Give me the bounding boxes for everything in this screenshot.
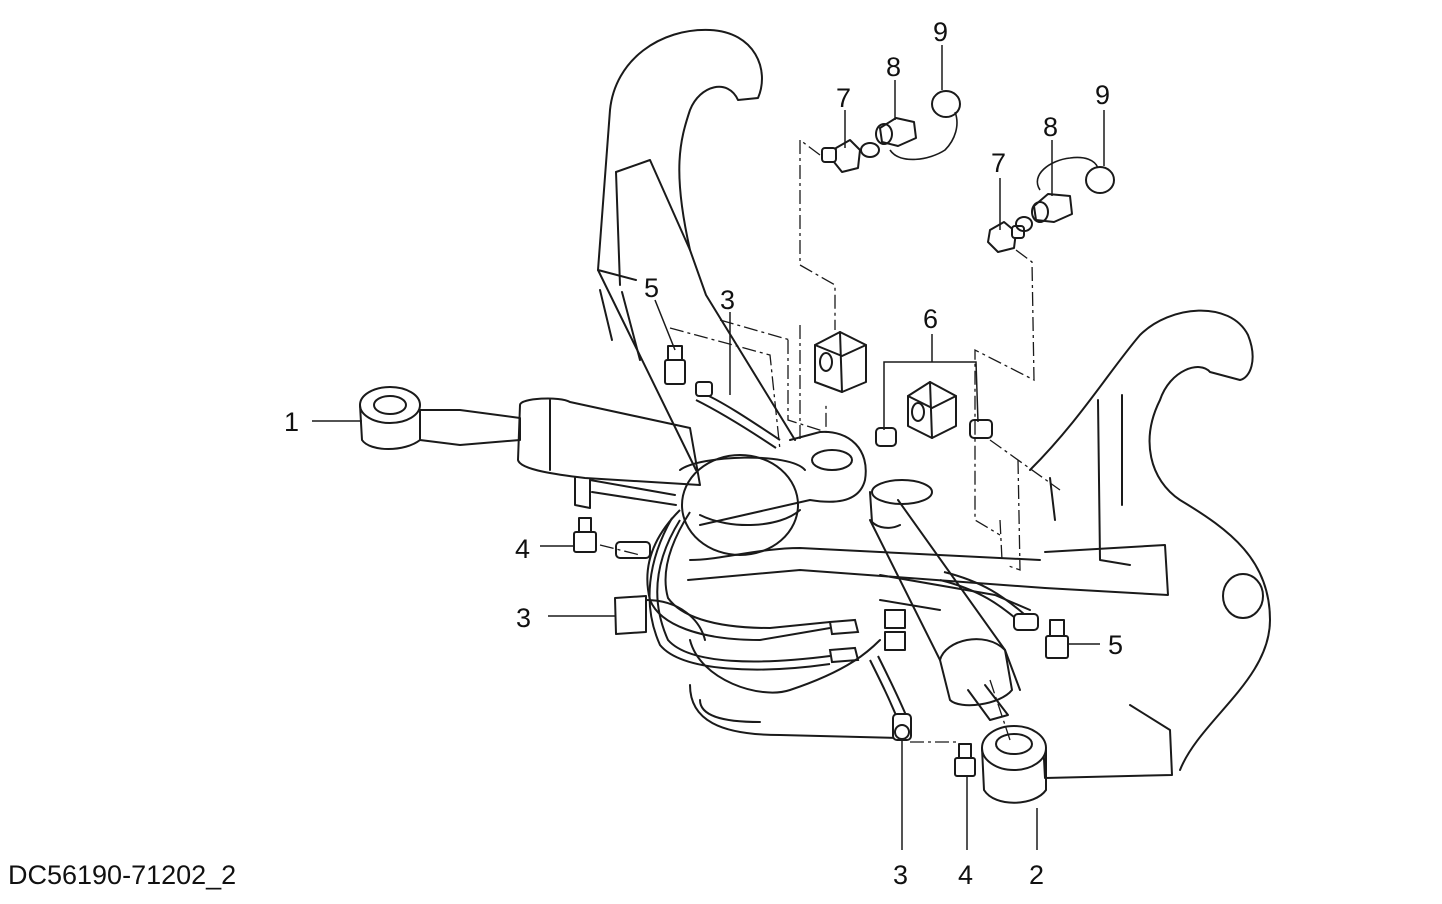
callout-6: 6	[923, 304, 938, 334]
valve-blocks	[814, 90, 1115, 447]
right-hook-arm	[1029, 309, 1271, 779]
callout-7-left: 7	[836, 83, 851, 113]
diagram-code: DC56190-71202_2	[8, 860, 237, 890]
callout-5-top: 5	[644, 273, 659, 303]
callout-3-top: 3	[720, 285, 735, 315]
left-hook-arm	[597, 28, 796, 471]
callout-4-left: 4	[515, 534, 530, 564]
callout-8-left: 8	[886, 52, 901, 82]
callout-5-right: 5	[1108, 630, 1123, 660]
callout-3-left: 3	[516, 603, 531, 633]
callout-9-left: 9	[933, 17, 948, 47]
cylinder-2	[869, 479, 1047, 804]
callout-labels: 1 2 3 3 3 4 4 5 5 6 7 7 8 8 9 9	[284, 17, 1123, 890]
callout-8-right: 8	[1043, 112, 1058, 142]
callout-1: 1	[284, 407, 299, 437]
callout-3-bottom: 3	[893, 860, 908, 890]
fittings	[573, 345, 1069, 777]
assembly-dashed-lines	[599, 139, 1061, 743]
callout-4-bottom: 4	[958, 860, 973, 890]
cylinder-1	[359, 386, 701, 509]
callout-7-right: 7	[991, 148, 1006, 178]
callout-9-right: 9	[1095, 80, 1110, 110]
callout-2: 2	[1029, 860, 1044, 890]
hoses	[615, 381, 1039, 741]
leader-lines	[312, 45, 1105, 850]
